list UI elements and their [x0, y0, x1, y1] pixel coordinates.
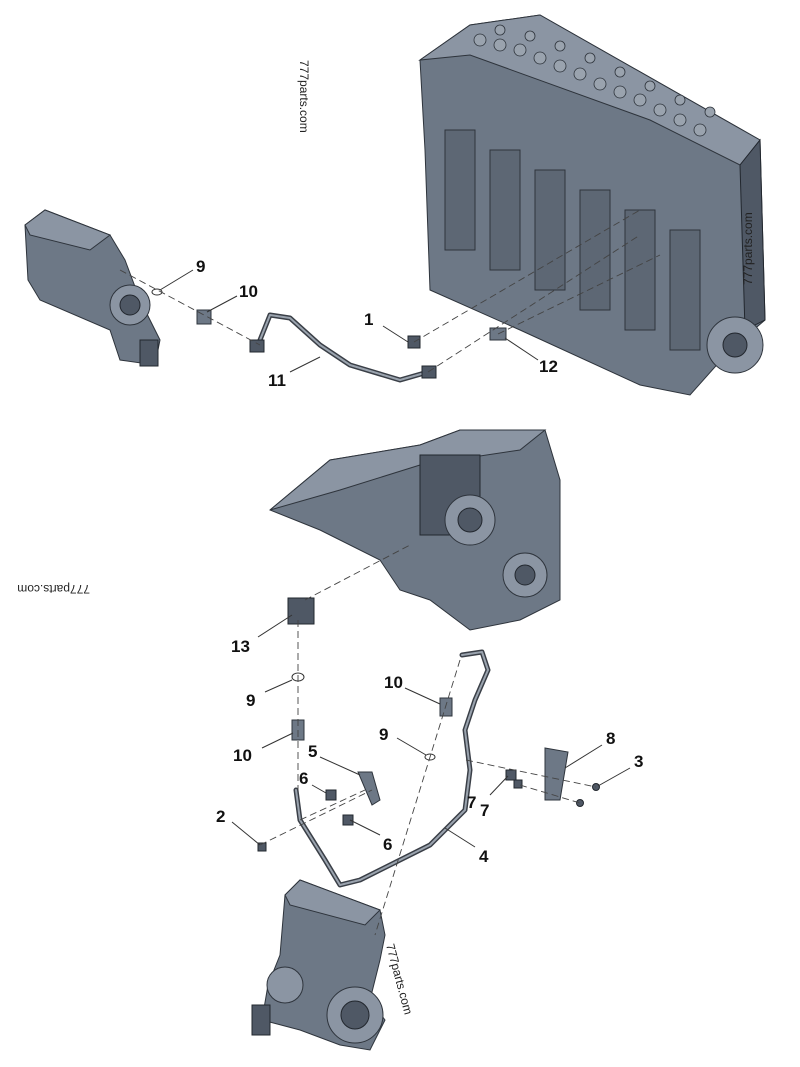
- callout-11: 11: [268, 371, 286, 390]
- callout-labels: 1 9 10 11 12 13 9 10 10 9 5 6 6 2 4 7 7 …: [196, 257, 643, 866]
- engine-block-top: [418, 14, 766, 396]
- watermark-top-center: 777parts.com: [297, 60, 311, 133]
- callout-4: 4: [479, 847, 489, 866]
- callout-7-right: 7: [480, 801, 489, 820]
- callout-2: 2: [216, 807, 225, 826]
- callout-10-top: 10: [239, 282, 258, 301]
- callout-6-lower: 6: [383, 835, 392, 854]
- engine-block-middle: [269, 429, 561, 631]
- assembly-dashed-lines: [119, 209, 661, 936]
- callout-12: 12: [539, 357, 558, 376]
- callout-9-top: 9: [196, 257, 205, 276]
- callout-8: 8: [606, 729, 615, 748]
- fuel-pump-top: [24, 209, 161, 367]
- callout-9-right: 9: [379, 725, 388, 744]
- watermark-right: 777parts.com: [741, 212, 755, 285]
- callout-9-middle: 9: [246, 691, 255, 710]
- callout-1: 1: [364, 310, 373, 329]
- callout-10-middle: 10: [233, 746, 252, 765]
- watermark-left-upside-down: 777parts.com: [17, 582, 90, 596]
- fuel-line-4: [293, 649, 491, 888]
- callout-13: 13: [231, 637, 250, 656]
- small-parts-bottom: [257, 597, 600, 852]
- fuel-pump-bottom: [251, 879, 386, 1051]
- callout-6-upper: 6: [299, 769, 308, 788]
- callout-10-right: 10: [384, 673, 403, 692]
- callout-5: 5: [308, 742, 317, 761]
- watermark-bottom: 777parts.com: [383, 942, 415, 1016]
- leader-lines: [159, 269, 631, 848]
- callout-7-left: 7: [467, 793, 476, 812]
- callout-3: 3: [634, 752, 643, 771]
